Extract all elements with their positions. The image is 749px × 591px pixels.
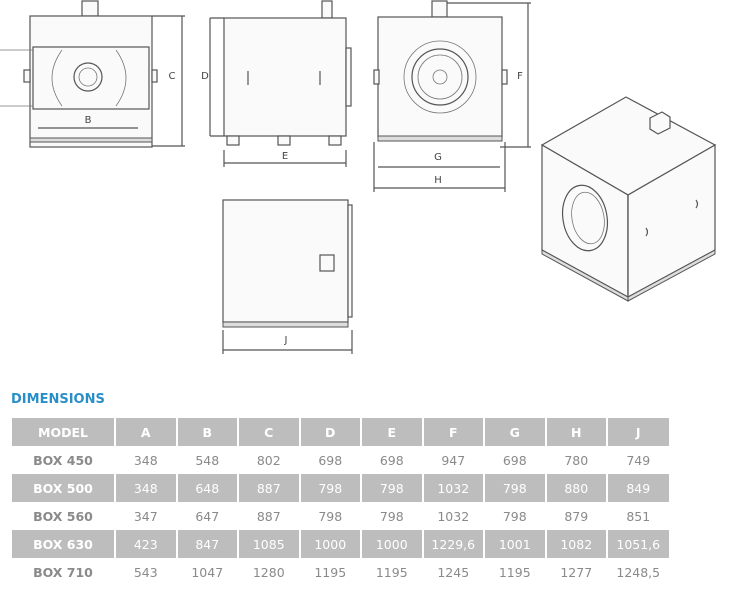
column-header: C: [237, 418, 300, 446]
column-header: H: [544, 418, 607, 446]
dimension-cell: 1051,6: [606, 530, 669, 558]
dimension-cell: 798: [483, 474, 546, 502]
dimension-cell: 1195: [360, 558, 423, 586]
dim-label-h: H: [434, 175, 442, 186]
column-header: B: [175, 418, 238, 446]
dimension-cell: 698: [360, 446, 423, 474]
dimension-cell: 798: [360, 474, 423, 502]
model-cell: BOX 450: [10, 446, 115, 474]
technical-drawings: C B D E F G H J: [0, 0, 717, 354]
dimension-cell: 348: [114, 474, 177, 502]
dim-label-c: C: [169, 71, 176, 82]
dimension-cell: 1000: [298, 530, 361, 558]
section-title: DIMENSIONS: [11, 392, 105, 407]
dimension-cell: 1248,5: [606, 558, 669, 586]
dimension-cell: 548: [175, 446, 238, 474]
model-cell: BOX 500: [10, 474, 115, 502]
column-header: J: [606, 418, 669, 446]
dimension-cell: 1032: [421, 502, 484, 530]
column-header: G: [483, 418, 546, 446]
dimension-cell: 880: [544, 474, 607, 502]
dim-label-f: F: [517, 71, 523, 82]
dim-label-b: B: [85, 115, 92, 126]
dimension-cell: 648: [175, 474, 238, 502]
dimension-cell: 1280: [237, 558, 300, 586]
dimension-cell: 887: [237, 502, 300, 530]
dimension-cell: 879: [544, 502, 607, 530]
dimension-cell: 798: [298, 502, 361, 530]
front-view-drawing: C B: [0, 0, 185, 148]
dimension-cell: 348: [114, 446, 177, 474]
dim-label-j: J: [284, 335, 288, 346]
dim-label-d: D: [201, 71, 209, 82]
dimension-cell: 798: [360, 502, 423, 530]
dimension-cell: 798: [483, 502, 546, 530]
dimension-cell: 1000: [360, 530, 423, 558]
model-cell: BOX 710: [10, 558, 115, 586]
side-view-drawing: D E: [201, 0, 352, 167]
column-header: E: [360, 418, 423, 446]
dimension-cell: 1001: [483, 530, 546, 558]
dimension-cell: 423: [114, 530, 177, 558]
dimension-cell: 1229,6: [421, 530, 484, 558]
back-view-drawing: J: [222, 199, 353, 354]
dimension-cell: 698: [483, 446, 546, 474]
model-cell: BOX 560: [10, 502, 115, 530]
dimension-cell: 1085: [237, 530, 300, 558]
dimension-cell: 347: [114, 502, 177, 530]
column-header: MODEL: [10, 418, 115, 446]
isometric-view-drawing: [540, 96, 717, 302]
dimension-cell: 947: [421, 446, 484, 474]
dimension-cell: 543: [114, 558, 177, 586]
dimension-cell: 849: [606, 474, 669, 502]
dimension-cell: 1082: [544, 530, 607, 558]
dimension-cell: 887: [237, 474, 300, 502]
dimension-cell: 1245: [421, 558, 484, 586]
dimension-cell: 847: [175, 530, 238, 558]
dimension-cell: 1032: [421, 474, 484, 502]
dimension-cell: 749: [606, 446, 669, 474]
dimension-cell: 780: [544, 446, 607, 474]
column-header: F: [421, 418, 484, 446]
column-header: D: [298, 418, 361, 446]
dimension-cell: 647: [175, 502, 238, 530]
dimension-cell: 798: [298, 474, 361, 502]
dimension-cell: 851: [606, 502, 669, 530]
column-header: A: [114, 418, 177, 446]
dimension-cell: 1277: [544, 558, 607, 586]
dimension-cell: 1195: [298, 558, 361, 586]
inlet-view-drawing: F G H: [373, 0, 531, 192]
dimension-cell: 802: [237, 446, 300, 474]
dimension-cell: 1047: [175, 558, 238, 586]
model-cell: BOX 630: [10, 530, 115, 558]
dim-label-e: E: [282, 151, 288, 162]
dimension-cell: 698: [298, 446, 361, 474]
dim-label-g: G: [434, 152, 442, 163]
dimension-cell: 1195: [483, 558, 546, 586]
